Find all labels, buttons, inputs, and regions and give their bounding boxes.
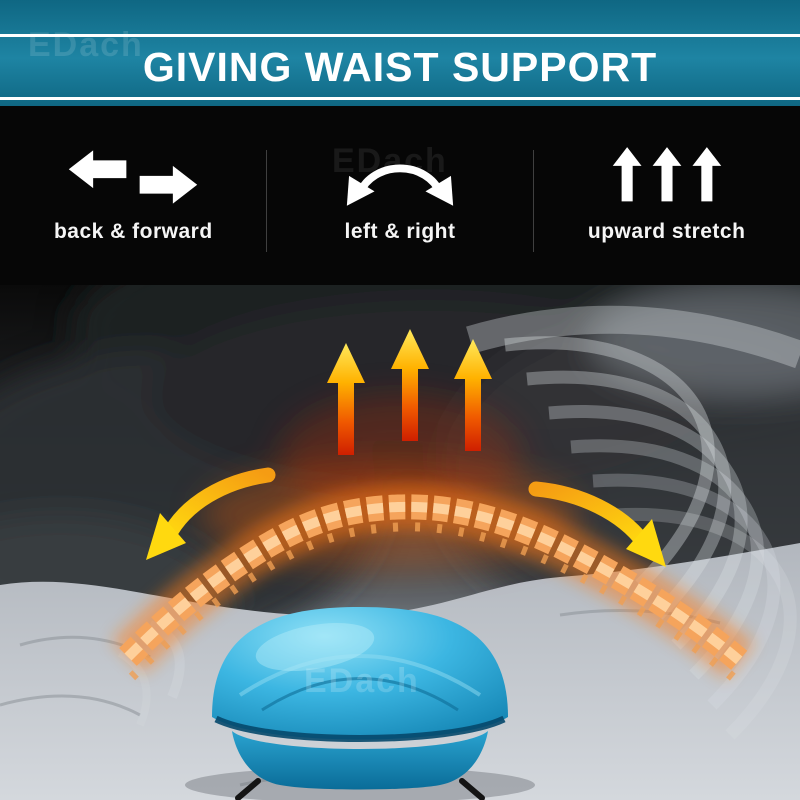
lumbar-device <box>212 607 508 800</box>
banner-top-line <box>0 34 800 37</box>
device-seam <box>214 715 506 742</box>
device-bottom-shell <box>232 731 488 790</box>
curved-arrow-left-head <box>146 513 186 560</box>
feature-upward-stretch: upward stretch <box>533 106 800 285</box>
up-arrow <box>391 329 429 441</box>
device-leg <box>459 778 485 800</box>
up-arrow <box>327 343 365 455</box>
device-ridge <box>238 654 482 697</box>
feature-divider <box>533 150 534 252</box>
illustration-scene <box>0 285 800 800</box>
feature-divider <box>266 150 267 252</box>
feature-label: upward stretch <box>587 220 746 243</box>
device-top-dome <box>212 607 508 740</box>
features-bar: back & forward left & right upward stret… <box>0 106 800 285</box>
left-right-curved-arrow-icon <box>346 164 454 206</box>
spine <box>111 483 755 683</box>
feature-label: left & right <box>344 220 456 243</box>
up-arrow <box>454 339 492 451</box>
device-highlight <box>255 622 375 672</box>
curved-arrow-right <box>528 481 666 567</box>
feature-label: back & forward <box>53 220 213 243</box>
banner: GIVING WAIST SUPPORT <box>0 0 800 106</box>
feature-left-right: left & right <box>267 106 534 285</box>
rib-cage <box>117 305 800 740</box>
feature-back-forward: back & forward <box>0 106 267 285</box>
spine-highlight <box>124 501 744 665</box>
curved-arrow-right-head <box>626 519 666 567</box>
device-ridge <box>261 677 459 712</box>
upward-arrows <box>327 329 492 455</box>
curved-arrow-left <box>146 467 276 560</box>
device-leg <box>235 778 261 800</box>
banner-bottom-line <box>0 97 800 100</box>
back-forward-arrows-icon <box>69 150 198 204</box>
page-title: GIVING WAIST SUPPORT <box>142 44 658 90</box>
upward-stretch-arrows-icon <box>612 147 721 202</box>
